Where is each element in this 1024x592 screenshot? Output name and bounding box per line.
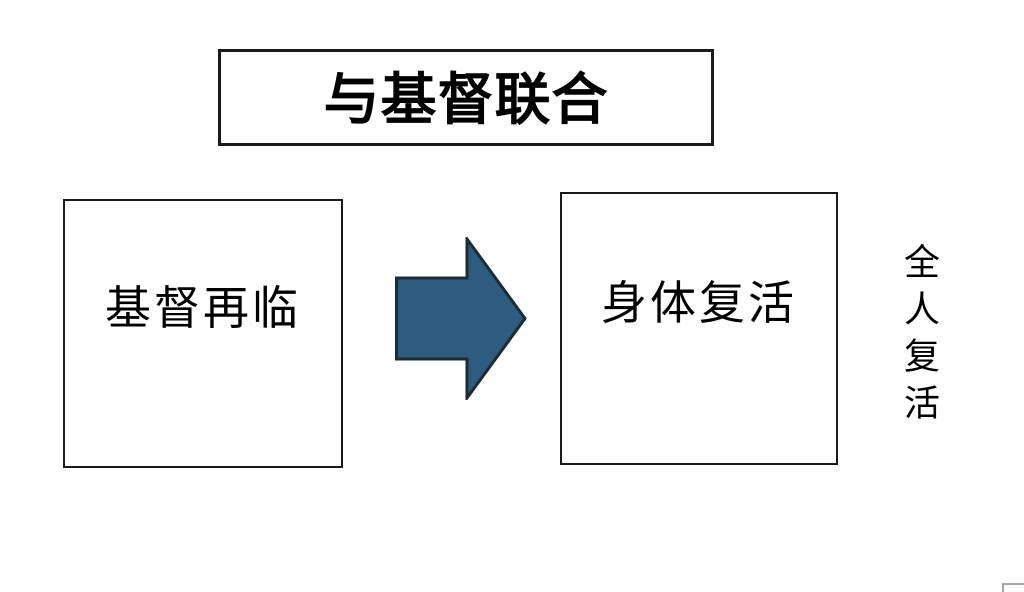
right-arrow-svg [395,237,527,400]
corner-shape-fragment [1002,583,1024,592]
title-box: 与基督联合 [218,49,714,146]
right-arrow-icon [395,237,527,400]
slide-title: 与基督联合 [323,67,609,131]
left-box-label: 基督再临 [105,282,301,334]
right-arrow-shape [395,237,527,400]
right-box-label: 身体复活 [601,277,797,329]
left-box: 基督再临 [63,199,343,468]
right-box: 身体复活 [560,192,838,465]
side-note-vertical-text: 全人复活 [899,243,939,431]
